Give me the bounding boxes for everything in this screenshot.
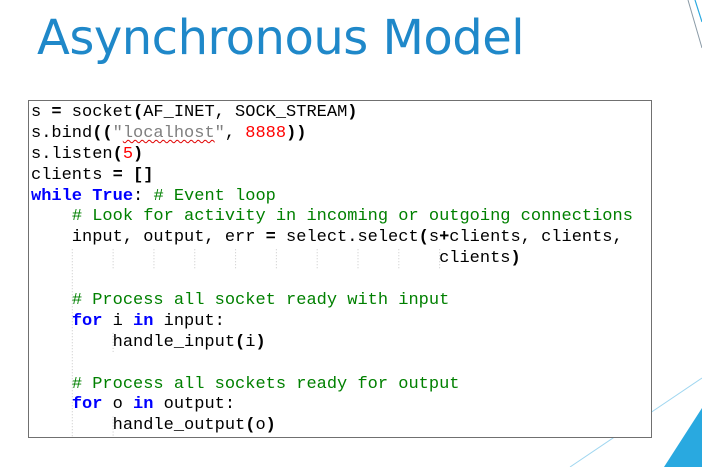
code-token: # Event loop: [153, 186, 276, 206]
code-token: AF_INET, SOCK_STREAM: [143, 103, 348, 122]
code-token: []: [133, 165, 154, 185]
code-token: (: [235, 332, 246, 352]
code-line: for i in input:: [31, 312, 633, 333]
code-token: o: [102, 395, 134, 415]
code-token: for: [71, 395, 103, 415]
code-token: # Process all socket ready with input: [71, 291, 450, 311]
code-line: # Look for activity in incoming or outgo…: [31, 207, 633, 228]
code-line: # Process all socket ready with input: [31, 291, 633, 312]
code-token: )): [286, 123, 307, 143]
code-token: output:: [153, 395, 236, 415]
code-token: =: [112, 165, 123, 185]
code-line: s = socket(AF_INET, SOCK_STREAM): [31, 103, 633, 124]
code-line: clients = []: [31, 166, 633, 187]
code-token: while: [31, 186, 83, 206]
code-token: :: [133, 186, 154, 206]
code-token: ): [265, 416, 276, 436]
code-token: select.select: [275, 228, 419, 248]
bottom-right-accent-triangle: [664, 408, 702, 467]
code-token: [123, 166, 133, 185]
slide-title: Asynchronous Model: [37, 10, 525, 66]
code-token: socket: [61, 103, 134, 122]
code-token: [31, 207, 72, 226]
code-token: # Look for activity in incoming or outgo…: [71, 207, 633, 227]
code-token: clients: [31, 249, 511, 269]
code-token: clients, clients,: [449, 228, 623, 248]
code-token: handle_output: [31, 416, 246, 436]
code-token: (: [112, 144, 123, 164]
code-token: ((: [92, 123, 113, 143]
code-line: [31, 354, 633, 375]
code-line: handle_input(i): [31, 333, 633, 354]
code-token: ): [255, 332, 266, 352]
code-line: s.bind(("localhost", 8888)): [31, 124, 633, 145]
code-token: in: [133, 311, 154, 331]
code-token: localhost: [122, 123, 215, 143]
code-token: ,: [224, 123, 246, 143]
top-right-accent-line-dark: [687, 0, 702, 49]
code-line: s.listen(5): [31, 145, 633, 166]
code-token: i: [102, 311, 134, 331]
code-line: for o in output:: [31, 395, 633, 416]
code-token: ): [133, 144, 144, 164]
code-token: o: [255, 416, 266, 436]
code-line: # Process all sockets ready for output: [31, 375, 633, 396]
code-token: ": [112, 123, 123, 143]
code-line: while True: # Event loop: [31, 187, 633, 208]
code-token: ): [347, 103, 358, 122]
code-token: for: [71, 311, 103, 331]
code-line: input, output, err = select.select(s+cli…: [31, 228, 633, 249]
code-token: in: [133, 395, 154, 415]
indent-guides: [71, 249, 441, 437]
code-token: [31, 375, 72, 394]
code-token: # Process all sockets ready for output: [71, 374, 460, 394]
code-token: (: [133, 103, 144, 122]
code-block: s = socket(AF_INET, SOCK_STREAM)s.bind((…: [28, 100, 652, 438]
code-token: ): [510, 249, 521, 269]
code-token: input:: [153, 311, 225, 331]
code-token: [31, 395, 72, 414]
code-token: =: [51, 103, 62, 122]
code-line: handle_output(o): [31, 416, 633, 437]
code-token: handle_input: [31, 332, 236, 352]
code-line: clients): [31, 249, 633, 270]
code-token: clients: [31, 165, 113, 185]
code-token: [82, 187, 92, 206]
code-token: s: [428, 228, 440, 248]
code-token: [31, 312, 72, 331]
code-token: s.bind: [31, 123, 93, 143]
code-token: [31, 291, 72, 310]
code-token: s.listen: [31, 144, 113, 164]
code-token: True: [92, 186, 134, 206]
code-token: =: [265, 228, 276, 248]
code-token: input, output, err: [31, 228, 266, 248]
code-token: s: [31, 103, 52, 122]
code-token: (: [418, 228, 429, 248]
code-token: +: [439, 228, 450, 248]
code-token: i: [245, 332, 256, 352]
top-right-accent-line: [694, 0, 702, 23]
code-line: [31, 270, 633, 291]
code-token: 5: [122, 144, 134, 164]
code-token: 8888: [245, 123, 287, 143]
code-lines: s = socket(AF_INET, SOCK_STREAM)s.bind((…: [31, 103, 633, 437]
code-token: (: [245, 416, 256, 436]
code-token: ": [214, 123, 225, 143]
